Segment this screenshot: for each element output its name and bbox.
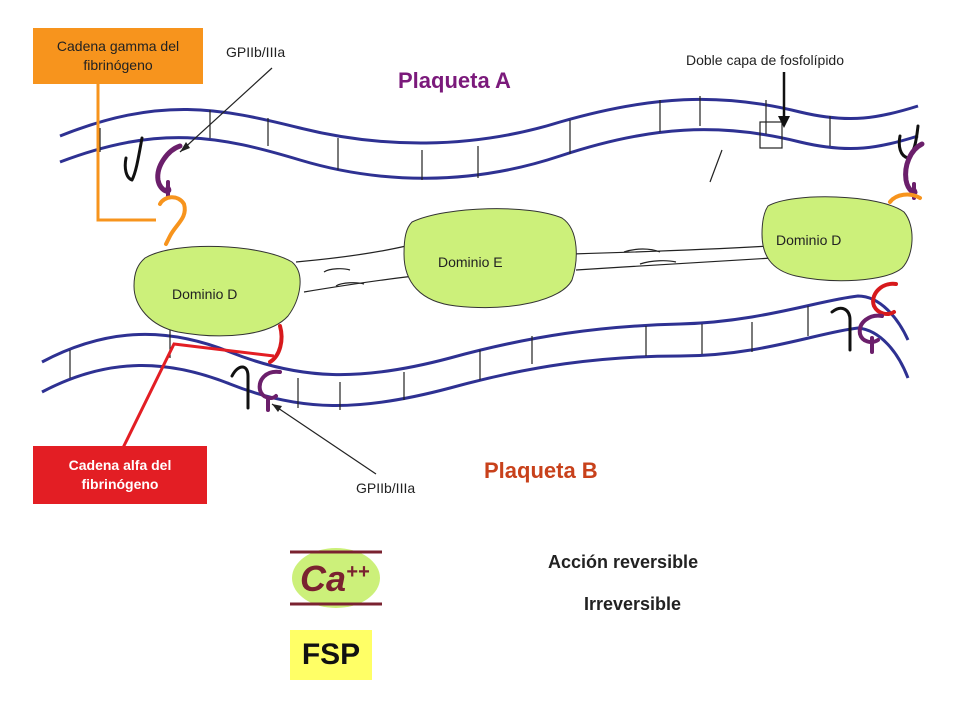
fsp-box: FSP [290,630,372,680]
calcium-charge: ++ [346,561,370,583]
calcium-label: Ca++ [300,558,369,600]
membrane-ticks-a [99,96,831,183]
fsp-label: FSP [301,637,361,671]
gamma-chain-box: Cadena gamma del fibrinógeno [33,28,203,84]
platelet-a-label: Plaqueta A [398,68,511,93]
calcium-symbol-text: Ca [300,558,347,599]
alpha-chain-box: Cadena alfa del fibrinógeno [33,446,207,504]
domain-d-right-label: Dominio D [776,232,842,248]
domain-d-left-shape [133,245,301,337]
membrane-ticks-b [69,306,809,410]
gamma-chain-label: Cadena gamma del fibrinógeno [56,38,180,73]
irreversible-label: Irreversible [584,594,682,614]
calcium-symbol [290,548,382,608]
membrane-gap-box [759,121,783,149]
phospholipid-label: Doble capa de fosfolípido [686,52,844,68]
domain-d-left-label: Dominio D [172,286,238,302]
domain-e-label: Dominio E [438,254,503,270]
action-reversible-label: Acción reversible [548,552,699,572]
alpha-chain-label: Cadena alfa del fibrinógeno [68,457,172,492]
gp-label-top: GPIIb/IIIa [226,44,286,60]
domain-e-shape [403,208,577,309]
platelet-b-label: Plaqueta B [484,458,598,483]
membrane-platelet-b [41,294,910,407]
membrane-platelet-a [59,97,919,180]
domain-d-right-shape [761,196,913,282]
gp-label-bottom: GPIIb/IIIa [356,480,416,496]
receptor-hooks [123,124,925,412]
fibrinogen-strands [295,245,773,293]
callout-lines [96,67,790,475]
